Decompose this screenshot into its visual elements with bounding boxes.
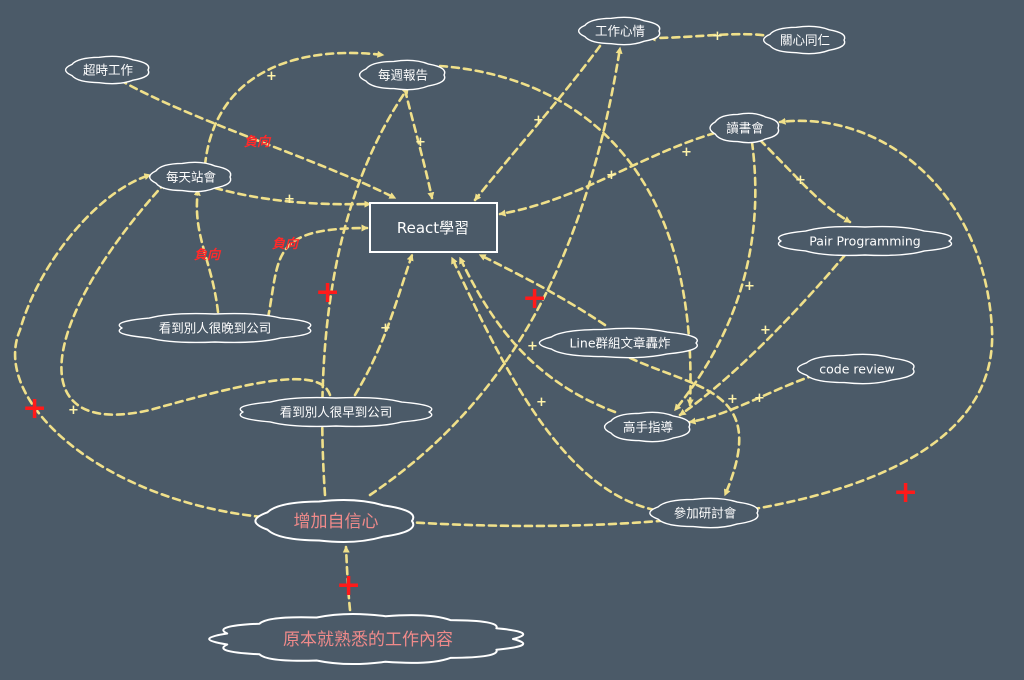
sign-weekly-expert: + — [681, 145, 692, 160]
edge-layer — [13, 32, 994, 612]
node-line-cloud — [538, 327, 698, 359]
node-line[interactable]: Line群組文章轟炸 — [538, 327, 698, 359]
edge-reading-pair[interactable] — [758, 138, 852, 224]
edge-reading-expert[interactable] — [673, 140, 757, 412]
node-react-label: React學習 — [397, 219, 469, 237]
edge-pair-expert[interactable] — [678, 253, 847, 417]
edge-sign-layer: 負向 + + + + + + + + + 負向 負向 + + + + + + +… — [22, 29, 918, 603]
node-early-cloud — [239, 396, 433, 428]
node-codereview-label: code review — [819, 362, 894, 377]
node-reading-label: 讀書會 — [726, 121, 764, 136]
sign-late-standup: 負向 — [194, 247, 222, 263]
edge-overtime-react[interactable] — [118, 78, 397, 200]
sign-weekly-react: + — [415, 135, 426, 150]
sign-seminar-react: + — [536, 395, 547, 410]
node-early[interactable]: 看到別人很早到公司 — [239, 396, 433, 428]
edge-confidence-weekly[interactable] — [320, 86, 410, 497]
node-care-cloud — [762, 25, 846, 55]
node-reading[interactable]: 讀書會 — [709, 112, 780, 144]
edge-care-mood[interactable] — [648, 32, 777, 42]
node-standup[interactable]: 每天站會 — [148, 161, 232, 193]
node-overtime[interactable]: 超時工作 — [64, 55, 150, 85]
node-codereview-cloud — [796, 353, 915, 385]
edge-confidence-reading[interactable] — [403, 117, 994, 528]
node-confidence[interactable]: 增加自信心 — [254, 499, 415, 543]
edge-weekly-react[interactable] — [403, 88, 435, 200]
node-standup-label: 每天站會 — [166, 170, 217, 185]
node-weekly[interactable]: 每週報告 — [358, 59, 446, 91]
sign-mood-react: + — [533, 113, 544, 128]
sign-pair-expert: + — [760, 323, 771, 338]
node-confidence-cloud — [254, 499, 415, 543]
sign-confidence-weekly: + — [315, 275, 340, 310]
sign-confidence-reading: + — [893, 475, 918, 510]
edge-seminar-react[interactable] — [450, 256, 657, 512]
sign-codereview-expert: + — [754, 391, 765, 406]
node-overtime-label: 超時工作 — [83, 63, 134, 78]
node-familiar[interactable]: 原本就熟悉的工作內容 — [208, 612, 525, 666]
node-reading-cloud — [709, 112, 780, 144]
node-early-label: 看到別人很早到公司 — [280, 405, 393, 420]
edge-confidence-mood[interactable] — [368, 46, 623, 497]
node-pair-label: Pair Programming — [809, 234, 920, 249]
node-mood-label: 工作心情 — [595, 24, 645, 39]
node-care[interactable]: 關心同仁 — [762, 25, 846, 55]
node-mood[interactable]: 工作心情 — [577, 16, 661, 46]
sign-confidence-mood: + — [522, 281, 547, 316]
node-familiar-label: 原本就熟悉的工作內容 — [283, 629, 453, 650]
sign-care-mood: + — [712, 29, 723, 44]
sign-early-react: + — [380, 321, 391, 336]
node-seminar-cloud — [649, 497, 759, 529]
node-care-label: 關心同仁 — [780, 33, 830, 48]
sign-late-react: 負向 — [272, 236, 300, 252]
sign-reading-react: + — [606, 168, 617, 183]
node-mood-cloud — [577, 16, 661, 46]
node-late[interactable]: 看到別人很晚到公司 — [118, 312, 312, 344]
node-expert-label: 高手指導 — [623, 420, 673, 435]
sign-reading-expert: + — [744, 279, 755, 294]
node-weekly-cloud — [358, 59, 446, 91]
node-pair[interactable]: Pair Programming — [777, 225, 953, 257]
edge-confidence-standup[interactable] — [13, 173, 264, 519]
node-line-label: Line群組文章轟炸 — [569, 336, 671, 351]
edge-late-standup[interactable] — [193, 188, 220, 314]
node-familiar-cloud — [208, 612, 525, 666]
node-seminar-label: 參加研討會 — [674, 506, 737, 521]
edge-line-react[interactable] — [478, 253, 607, 327]
sign-overtime-react: 負向 — [244, 134, 272, 150]
sign-standup-weekly: + — [266, 69, 277, 84]
node-pair-cloud — [777, 225, 953, 257]
edge-early-standup[interactable] — [60, 181, 332, 416]
edge-weekly-expert[interactable] — [438, 64, 694, 407]
sign-familiar-confidence: + — [336, 568, 361, 603]
node-seminar[interactable]: 參加研討會 — [649, 497, 759, 529]
node-overtime-cloud — [64, 55, 150, 85]
edge-early-react[interactable] — [353, 253, 414, 397]
sign-confidence-standup: + — [22, 391, 47, 426]
node-late-cloud — [118, 312, 312, 344]
edge-late-react[interactable] — [266, 224, 369, 320]
node-codereview[interactable]: code review — [796, 353, 915, 385]
edge-standup-weekly[interactable] — [203, 50, 385, 167]
sign-expert-react: + — [527, 339, 538, 354]
sign-early-standup: + — [68, 403, 79, 418]
node-late-label: 看到別人很晚到公司 — [159, 321, 272, 336]
edge-line-seminar[interactable] — [628, 356, 741, 497]
edge-familiar-confidence[interactable] — [342, 545, 352, 612]
node-weekly-label: 每週報告 — [378, 68, 428, 83]
sign-pair-expert-2: + — [727, 392, 738, 407]
node-standup-cloud — [148, 161, 232, 193]
node-expert-cloud — [603, 411, 691, 443]
sign-reading-pair: + — [795, 173, 806, 188]
node-confidence-label: 增加自信心 — [294, 512, 379, 532]
edge-reading-react[interactable] — [498, 131, 717, 217]
node-expert[interactable]: 高手指導 — [603, 411, 691, 443]
node-react[interactable]: React學習 — [369, 202, 498, 253]
edge-codereview-expert[interactable] — [688, 373, 817, 425]
edge-mood-react[interactable] — [473, 44, 602, 202]
sign-standup-react: + — [284, 192, 295, 207]
